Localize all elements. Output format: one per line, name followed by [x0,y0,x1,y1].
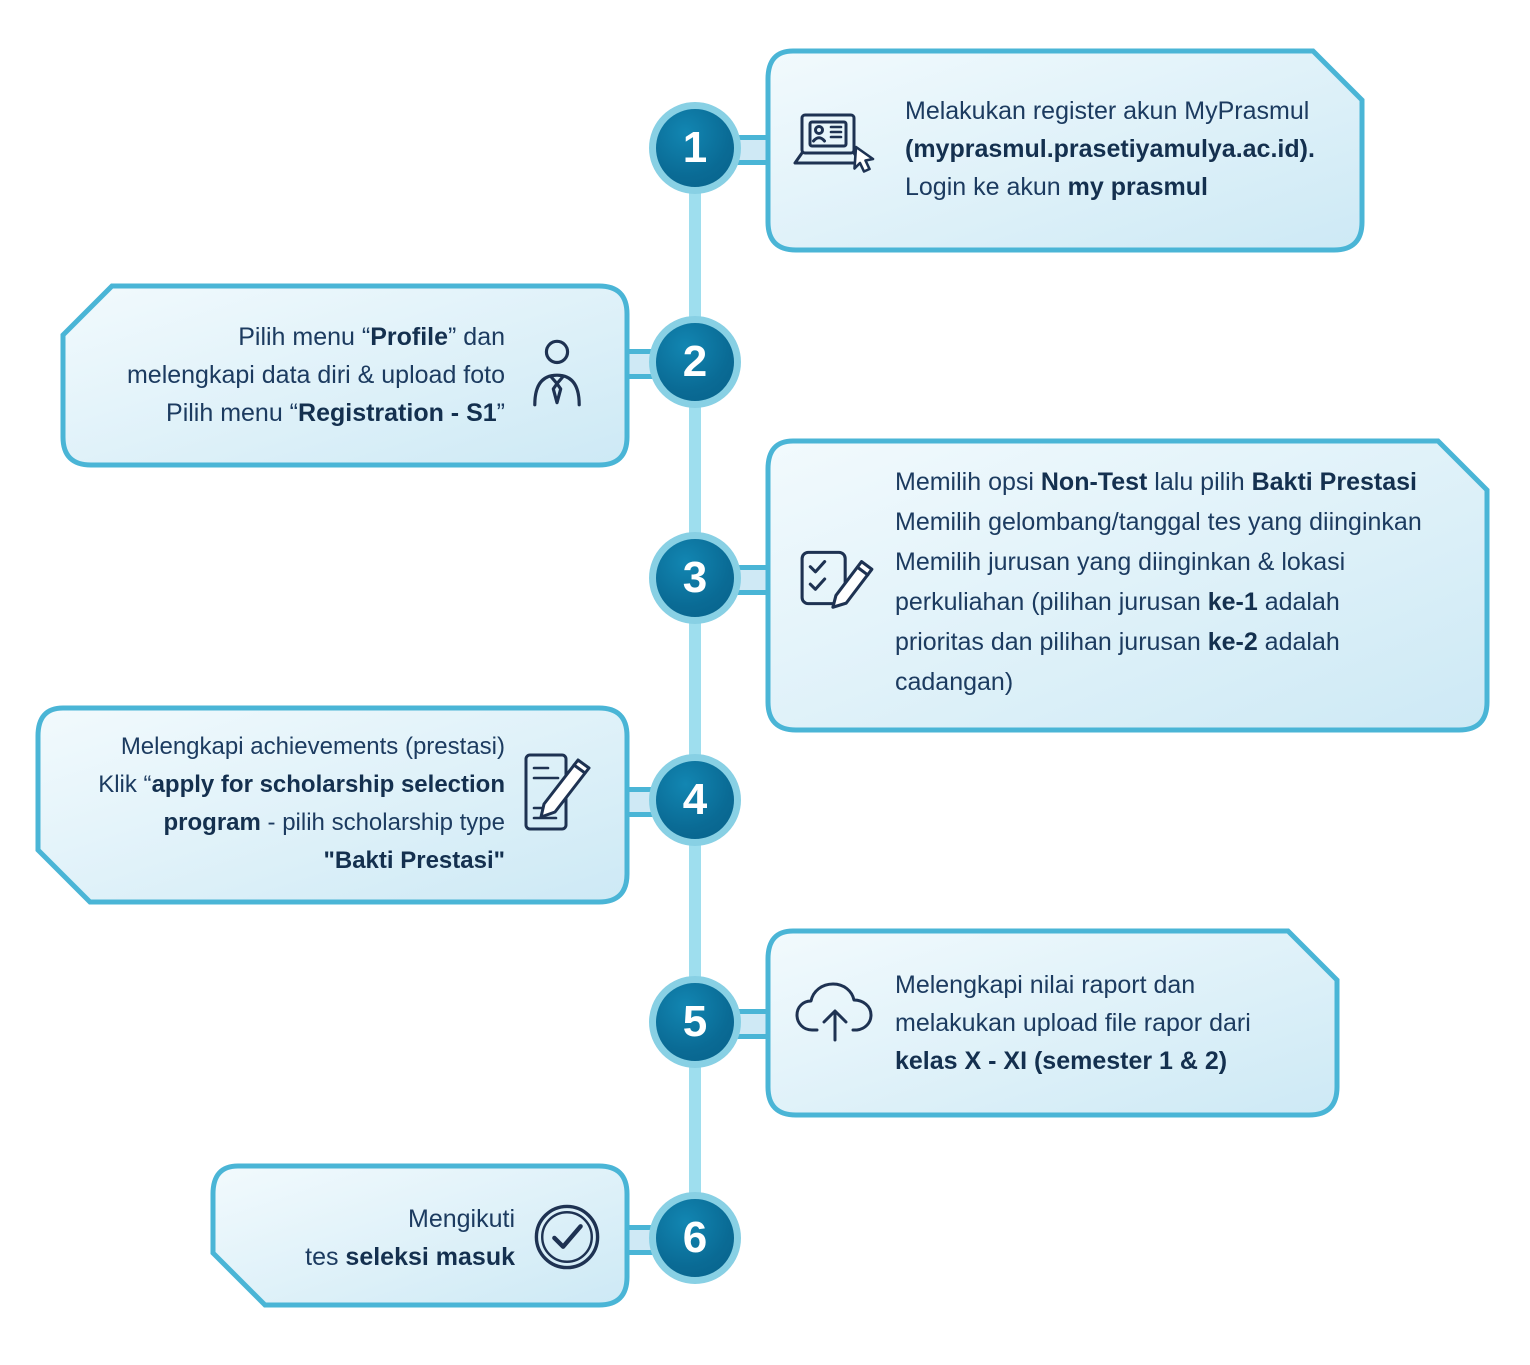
step-3-number: 3 [682,553,708,602]
step-1-bubble [765,48,1365,253]
document-pencil-icon [524,753,591,831]
laptop-register-icon [793,113,875,173]
step-4-number: 4 [682,775,708,824]
step-2-text: Pilih menu “Profile” dan melengkapi data… [126,323,505,427]
step-3-bubble [765,438,1490,733]
step-2-bubble [60,283,630,468]
timeline-line [689,148,701,1238]
step-1-number: 1 [682,123,708,172]
checklist-pencil-icon [800,550,874,609]
step-2-number-badge: 2 [649,316,741,408]
step-4-number-badge: 4 [649,754,741,846]
step-1-text: Melakukan register akun MyPrasmul (mypra… [905,97,1315,201]
step-6-bubble [210,1163,630,1308]
step-4-bubble [35,705,630,905]
check-circle-icon [534,1204,600,1270]
step-6-number: 6 [682,1213,708,1262]
person-profile-icon [533,339,581,407]
step-5-bubble [765,928,1340,1118]
step-3-text: Memilih opsi Non-Test lalu pilih Bakti P… [895,468,1422,696]
step-2-number: 2 [682,337,708,386]
step-4-text: Melengkapi achievements (prestasi) Klik … [98,733,505,874]
step-5-number-badge: 5 [649,976,741,1068]
step-3-number-badge: 3 [649,532,741,624]
step-5-number: 5 [682,997,708,1046]
step-6-text: Mengikuti tes seleksi masuk [305,1205,515,1271]
cloud-upload-icon [795,982,873,1042]
step-6-number-badge: 6 [649,1192,741,1284]
step-1-number-badge: 1 [649,102,741,194]
step-5-text: Melengkapi nilai raport dan melakukan up… [895,971,1251,1075]
